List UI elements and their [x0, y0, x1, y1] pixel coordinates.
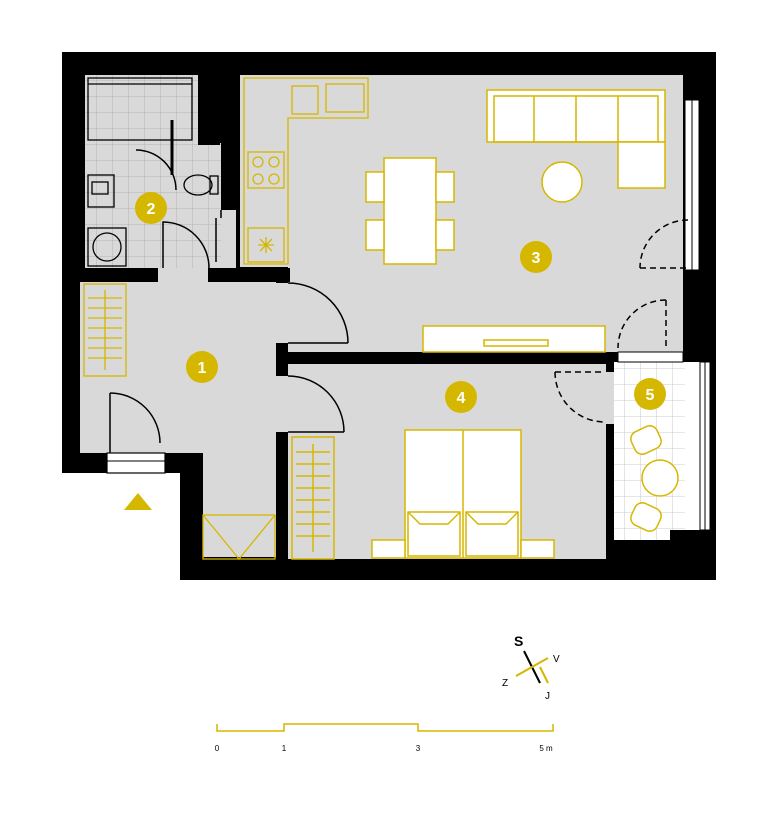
bedroom-wardrobe — [291, 436, 335, 560]
hall-wardrobe — [83, 283, 127, 377]
bedroom-furniture — [291, 429, 555, 560]
scale-tick-label: 1 — [282, 744, 287, 753]
tv-unit — [422, 325, 606, 353]
room-badge-1: 1 — [186, 351, 218, 383]
room-number: 3 — [532, 250, 541, 267]
entrance-opening — [106, 452, 166, 474]
interior-walls — [62, 60, 716, 580]
dining-table — [383, 157, 437, 265]
room-number: 2 — [147, 201, 156, 218]
bathroom-fixtures — [87, 77, 219, 267]
living-furniture — [365, 89, 666, 353]
room-badges: 1 2 3 4 5 — [135, 192, 666, 413]
toilet — [183, 174, 213, 196]
sofa-chaise — [617, 141, 666, 189]
cooktop — [247, 151, 285, 189]
balcony-doors — [554, 219, 689, 423]
living-room-floor — [240, 75, 683, 352]
room-number: 5 — [646, 387, 655, 404]
scale-tick-label: 3 — [416, 744, 421, 753]
kitchen-sink — [291, 85, 319, 115]
kitchen — [243, 77, 369, 265]
balcony-table — [641, 459, 679, 497]
nightstand-left — [371, 539, 406, 559]
doors — [109, 149, 349, 453]
compass-north-label: S — [514, 633, 523, 649]
coffee-table — [541, 161, 583, 203]
room-number: 4 — [457, 390, 466, 407]
room-badge-4: 4 — [445, 381, 477, 413]
shower — [87, 77, 193, 141]
sink — [87, 174, 115, 208]
room-number: 1 — [198, 360, 207, 377]
room-badge-2: 2 — [135, 192, 167, 224]
room-badge-3: 3 — [520, 241, 552, 273]
compass-east-label: V — [553, 654, 560, 665]
balcony-furniture — [630, 425, 679, 532]
washing-machine — [87, 227, 127, 267]
room-badge-5: 5 — [634, 378, 666, 410]
hall-floor — [80, 282, 276, 557]
fridge — [247, 227, 285, 263]
scale-tick-label: 5 m — [539, 744, 553, 753]
scale-bar: 0 1 3 5 m — [215, 723, 554, 753]
scale-tick-label: 0 — [215, 744, 220, 753]
compass-west-label: Z — [502, 678, 508, 689]
dish-rack — [325, 83, 365, 113]
entrance-triangle-icon — [124, 493, 152, 510]
hall-furniture — [83, 283, 276, 561]
nightstand-right — [520, 539, 555, 559]
compass-south-label: J — [545, 691, 550, 702]
compass: S V J Z — [502, 633, 560, 702]
